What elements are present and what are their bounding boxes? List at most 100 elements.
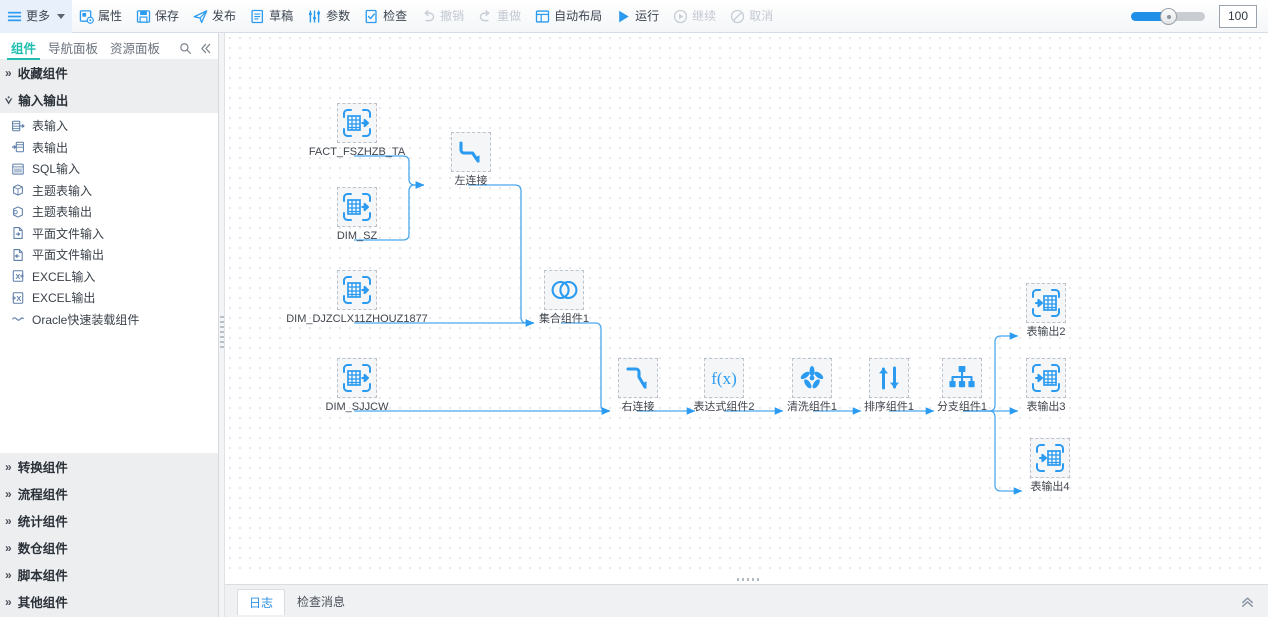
flow-node-n5[interactable]: 集合组件1 bbox=[520, 270, 608, 326]
chevron-down-icon[interactable] bbox=[57, 13, 66, 19]
flow-node-n8[interactable]: f(x)表达式组件2 bbox=[680, 358, 768, 414]
component-item-label: 表输出 bbox=[32, 140, 69, 155]
toolbar-button-label: 取消 bbox=[749, 9, 774, 23]
flow-node-n14[interactable]: 表输出4 bbox=[1006, 438, 1094, 494]
sidebar-group-0[interactable]: »收藏组件 bbox=[0, 59, 218, 86]
subject-table-input-icon bbox=[11, 183, 25, 197]
flow-node-label: DIM_SJJCW bbox=[325, 401, 389, 413]
sidebar-tools bbox=[179, 42, 212, 55]
table-output-node-icon[interactable] bbox=[1030, 438, 1070, 478]
flow-node-n2[interactable]: DIM_SZ bbox=[313, 187, 401, 243]
flow-node-label: 表输出2 bbox=[1026, 326, 1066, 338]
table-input-node-icon[interactable] bbox=[337, 358, 377, 398]
left-join-icon[interactable] bbox=[451, 132, 491, 172]
sidebar-tab-0[interactable]: 组件 bbox=[5, 42, 42, 60]
oracle-loader-icon bbox=[11, 312, 25, 326]
toolbar-button-save[interactable]: 保存 bbox=[129, 0, 186, 33]
toolbar-button-label: 自动布局 bbox=[554, 9, 603, 23]
collapse-panel-icon[interactable] bbox=[199, 42, 212, 55]
right-join-icon[interactable] bbox=[618, 358, 658, 398]
toolbar-button-hamburger[interactable]: 更多 bbox=[0, 0, 73, 33]
flow-node-n13[interactable]: 表输出3 bbox=[1002, 358, 1090, 414]
undo-icon bbox=[421, 9, 436, 24]
search-icon[interactable] bbox=[179, 42, 192, 55]
sidebar-splitter[interactable] bbox=[219, 33, 225, 617]
sidebar-group-label: 流程组件 bbox=[17, 488, 68, 502]
flow-node-n11[interactable]: 分支组件1 bbox=[918, 358, 1006, 414]
table-output-node-icon[interactable] bbox=[1026, 358, 1066, 398]
log-panel-splitter[interactable] bbox=[225, 575, 1268, 584]
main-toolbar: 更多 属性 保存发布草稿参数检查撤销重做 自动布局运行继续 取消 100 bbox=[0, 0, 1268, 33]
component-item-flat-file-output[interactable]: 平面文件输出 bbox=[0, 244, 218, 266]
component-item-sql-input[interactable]: SQL输入 bbox=[0, 158, 218, 180]
flow-node-label: 右连接 bbox=[621, 401, 655, 413]
flow-node-n1[interactable]: FACT_FSZHZB_TA bbox=[309, 103, 405, 159]
component-item-oracle-loader[interactable]: Oracle快速装载组件 bbox=[0, 309, 218, 331]
flow-node-n3[interactable]: 左连接 bbox=[427, 132, 515, 188]
sidebar-tab-2[interactable]: 资源面板 bbox=[110, 41, 161, 56]
log-tab-0[interactable]: 日志 bbox=[237, 589, 286, 615]
toolbar-button-parameter[interactable]: 参数 bbox=[300, 0, 357, 33]
flow-node-label: 分支组件1 bbox=[936, 401, 988, 413]
expression-fx-icon[interactable]: f(x) bbox=[704, 358, 744, 398]
toolbar-button-publish[interactable]: 发布 bbox=[186, 0, 243, 33]
cleanse-pinwheel-icon[interactable] bbox=[792, 358, 832, 398]
sidebar-group-b1[interactable]: »流程组件 bbox=[0, 480, 218, 507]
table-input-node-icon[interactable] bbox=[337, 187, 377, 227]
table-input-node-icon[interactable] bbox=[337, 103, 377, 143]
table-input-node-icon[interactable] bbox=[337, 270, 377, 310]
log-panel-splitter-handle[interactable] bbox=[737, 578, 761, 581]
flow-node-n6[interactable]: DIM_SJJCW bbox=[313, 358, 401, 414]
component-item-subject-table-output[interactable]: 主题表输出 bbox=[0, 201, 218, 223]
component-item-label: SQL输入 bbox=[32, 162, 81, 177]
component-item-label: EXCEL输入 bbox=[32, 269, 96, 284]
sidebar-group-b4[interactable]: »脚本组件 bbox=[0, 561, 218, 588]
component-item-flat-file-input[interactable]: 平面文件输入 bbox=[0, 223, 218, 245]
flow-node-n9[interactable]: 清洗组件1 bbox=[768, 358, 856, 414]
toolbar-button-draft[interactable]: 草稿 bbox=[243, 0, 300, 33]
toolbar-button-auto-layout[interactable]: 自动布局 bbox=[528, 0, 609, 33]
component-item-label: 主题表输入 bbox=[32, 183, 93, 198]
toolbar-button-check[interactable]: 检查 bbox=[357, 0, 414, 33]
log-tab-1[interactable]: 检查消息 bbox=[297, 595, 346, 609]
sidebar-group-b5[interactable]: »其他组件 bbox=[0, 588, 218, 615]
table-output-node-icon[interactable] bbox=[1026, 283, 1066, 323]
component-item-table-input[interactable]: 表输入 bbox=[0, 115, 218, 137]
toolbar-button-label: 属性 bbox=[98, 9, 123, 23]
flow-node-n7[interactable]: 右连接 bbox=[594, 358, 682, 414]
auto-layout-icon bbox=[535, 9, 550, 24]
sidebar-splitter-handle[interactable] bbox=[220, 316, 224, 350]
sidebar-group-label: 输入输出 bbox=[18, 94, 69, 108]
component-item-label: 主题表输出 bbox=[32, 205, 93, 220]
chevron-double-up-icon[interactable] bbox=[1240, 594, 1268, 609]
sidebar-group-b2[interactable]: »统计组件 bbox=[0, 507, 218, 534]
branch-icon[interactable] bbox=[942, 358, 982, 398]
zoom-slider[interactable] bbox=[1131, 7, 1205, 25]
component-item-subject-table-input[interactable]: 主题表输入 bbox=[0, 180, 218, 202]
flow-node-n10[interactable]: 排序组件1 bbox=[845, 358, 933, 414]
set-union-icon[interactable] bbox=[544, 270, 584, 310]
flow-node-label: DIM_SZ bbox=[336, 230, 378, 242]
sidebar-group-b3[interactable]: »数仓组件 bbox=[0, 534, 218, 561]
sort-icon[interactable] bbox=[869, 358, 909, 398]
toolbar-button-undo: 撤销 bbox=[414, 0, 471, 33]
component-item-table-output[interactable]: 表输出 bbox=[0, 137, 218, 159]
toolbar-button-continue: 继续 bbox=[666, 0, 723, 33]
chevron-expanded-icon: ⩒ bbox=[5, 92, 13, 107]
toolbar-button-redo: 重做 bbox=[471, 0, 528, 33]
flow-node-n4[interactable]: DIM_DJZCLX11ZHOUZ1877 bbox=[286, 270, 428, 326]
toolbar-button-label: 保存 bbox=[155, 9, 180, 23]
zoom-value-input[interactable]: 100 bbox=[1219, 4, 1257, 28]
sidebar-group-1[interactable]: ⩒ 输入输出 bbox=[0, 86, 218, 113]
flow-node-label: 左连接 bbox=[454, 175, 488, 187]
sidebar-group-b0[interactable]: »转换组件 bbox=[0, 453, 218, 480]
toolbar-button-run[interactable]: 运行 bbox=[609, 0, 666, 33]
toolbar-button-properties[interactable]: 属性 bbox=[72, 0, 129, 33]
flow-node-n12[interactable]: 表输出2 bbox=[1002, 283, 1090, 339]
sidebar-tab-1[interactable]: 导航面板 bbox=[48, 41, 99, 56]
flow-canvas[interactable]: FACT_FSZHZB_TA DIM_SZ 左连接 DIM_DJZCLX11ZHOUZ… bbox=[225, 33, 1268, 575]
sidebar-tabs-host: 组件导航面板资源面板 bbox=[5, 41, 166, 60]
zoom-slider-knob[interactable] bbox=[1160, 7, 1177, 25]
